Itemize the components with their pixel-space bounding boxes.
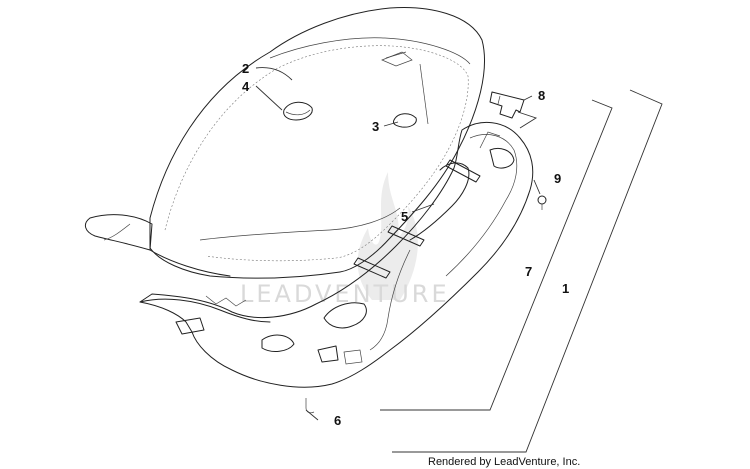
push-fastener <box>537 195 547 210</box>
callout-8[interactable]: 8 <box>538 88 545 103</box>
render-credit: Rendered by LeadVenture, Inc. <box>428 456 580 468</box>
callout-3[interactable]: 3 <box>372 119 379 134</box>
callout-7[interactable]: 7 <box>525 264 532 279</box>
assembly-bracket-1 <box>392 89 663 453</box>
callouts: 2 4 3 8 9 5 7 1 6 <box>242 61 569 428</box>
seat-bracket <box>489 91 525 119</box>
watermark-text: LEADVENTURE <box>240 280 450 308</box>
callout-4[interactable]: 4 <box>242 79 250 94</box>
seat-cover <box>84 7 485 279</box>
callout-6[interactable]: 6 <box>334 413 341 428</box>
leader-lines <box>255 67 541 421</box>
callout-9[interactable]: 9 <box>554 171 561 186</box>
callout-2[interactable]: 2 <box>242 61 249 76</box>
callout-5[interactable]: 5 <box>401 209 408 224</box>
foam-tab <box>393 113 417 128</box>
seat-base <box>139 121 534 388</box>
assembly-bracket-7 <box>380 99 613 411</box>
foam-pad <box>283 101 313 121</box>
callout-1[interactable]: 1 <box>562 281 569 296</box>
